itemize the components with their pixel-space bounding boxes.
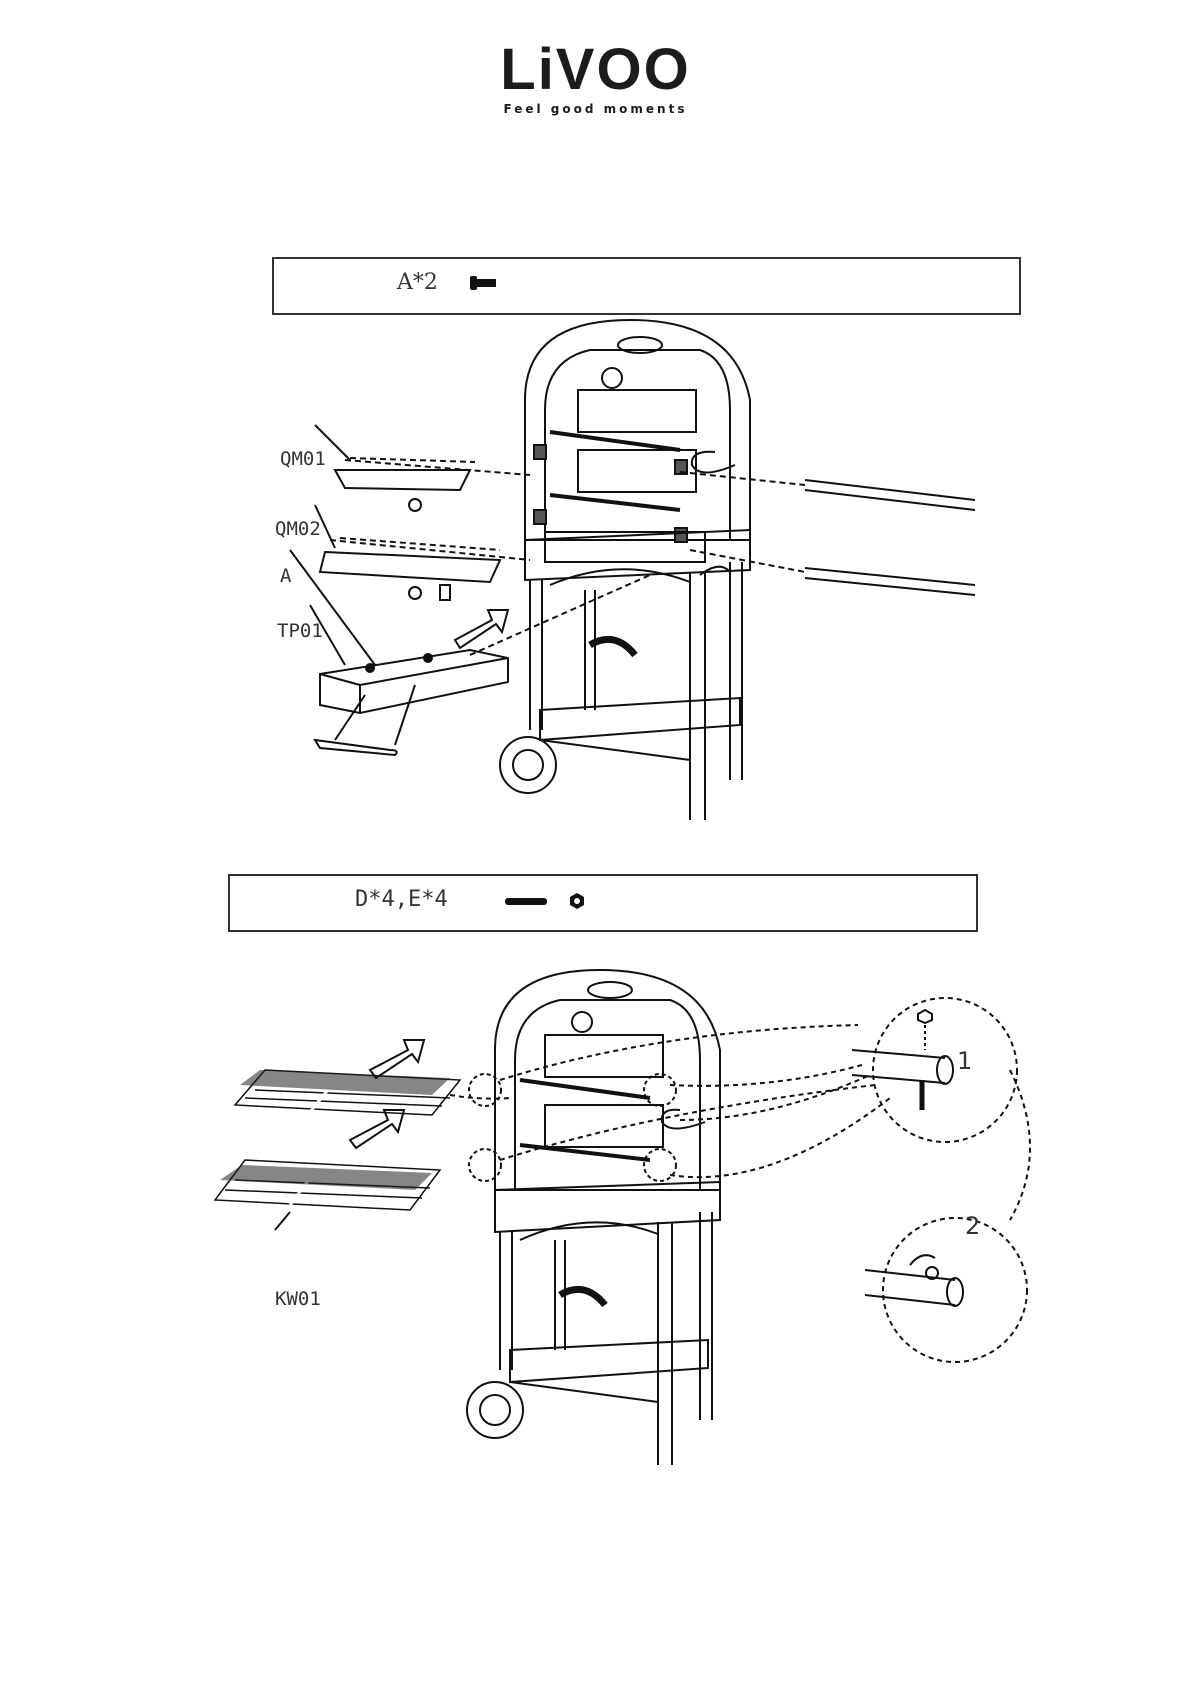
brand-tagline: Feel good moments <box>0 102 1191 116</box>
callout-tp01: TP01 <box>277 620 323 642</box>
brand-logo: LiVOO Feel good moments <box>0 40 1191 116</box>
bolt-icon <box>470 273 500 295</box>
brand-name: LiVOO <box>0 40 1191 100</box>
screw-icon <box>505 893 553 909</box>
step-1-parts-label: A*2 <box>397 270 438 295</box>
detail-number-2: 2 <box>965 1212 980 1240</box>
step-2-parts-box <box>228 874 978 932</box>
callout-a: A <box>280 565 291 587</box>
step-1-parts-box <box>272 257 1021 315</box>
step-2-parts-label: D*4,E*4 <box>355 887 448 912</box>
callout-qm02: QM02 <box>275 518 321 540</box>
step-1-illustration <box>260 310 1000 830</box>
callout-kw01: KW01 <box>275 1288 321 1310</box>
nut-icon <box>568 892 586 910</box>
detail-number-1: 1 <box>957 1047 972 1075</box>
step-2-illustration <box>210 950 1050 1470</box>
callout-qm01: QM01 <box>280 448 326 470</box>
